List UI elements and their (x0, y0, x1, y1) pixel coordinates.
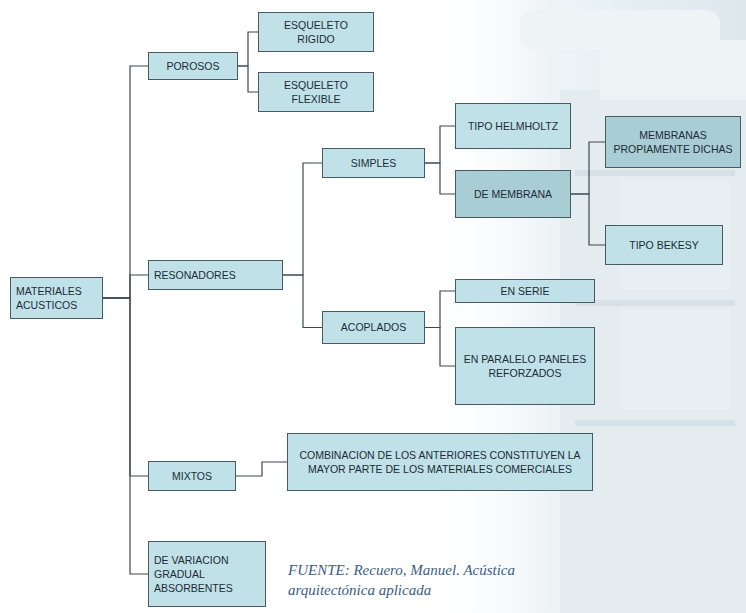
source-caption: FUENTE: Recuero, Manuel. Acústica arquit… (288, 561, 588, 600)
category-box: DE MEMBRANA (455, 170, 571, 218)
tree-connector (238, 32, 258, 66)
box-label: ESQUELETO RIGIDO (264, 18, 368, 46)
category-box: ESQUELETO FLEXIBLE (258, 72, 374, 112)
category-box: ESQUELETO RIGIDO (258, 12, 374, 52)
tree-connector (103, 298, 148, 574)
category-box: RESONADORES (148, 260, 283, 290)
tree-connector (425, 163, 455, 194)
tree-connector (283, 275, 322, 328)
category-box: MIXTOS (148, 461, 236, 491)
category-box: POROSOS (148, 52, 238, 80)
box-label: DE VARIACION GRADUAL ABSORBENTES (154, 553, 260, 596)
box-label: EN SERIE (500, 284, 549, 298)
box-label: POROSOS (166, 59, 219, 73)
tree-connector (425, 126, 455, 163)
tree-connector (103, 275, 148, 298)
tree-connector (425, 328, 455, 367)
box-label: SIMPLES (351, 156, 397, 170)
box-label: ACOPLADOS (341, 320, 406, 334)
tree-connector (425, 291, 455, 328)
category-box: COMBINACION DE LOS ANTERIORES CONSTITUYE… (287, 433, 593, 491)
box-label: DE MEMBRANA (474, 187, 552, 201)
tree-connector (103, 66, 148, 298)
tree-connector (571, 194, 605, 245)
category-box: EN PARALELO PANELES REFORZADOS (455, 327, 595, 405)
box-label: MIXTOS (172, 469, 212, 483)
category-box: MEMBRANAS PROPIAMENTE DICHAS (605, 116, 741, 168)
category-box: TIPO HELMHOLTZ (455, 103, 571, 149)
box-label: RESONADORES (154, 268, 236, 282)
box-label: COMBINACION DE LOS ANTERIORES CONSTITUYE… (293, 448, 587, 476)
box-label: MATERIALES ACUSTICOS (16, 284, 97, 312)
tree-connector (571, 142, 605, 194)
box-label: EN PARALELO PANELES REFORZADOS (461, 352, 589, 380)
category-box: SIMPLES (322, 148, 425, 178)
category-box: DE VARIACION GRADUAL ABSORBENTES (148, 541, 266, 607)
tree-connector (103, 298, 148, 476)
tree-connector (236, 462, 287, 476)
box-label: TIPO HELMHOLTZ (468, 119, 558, 133)
box-label: MEMBRANAS PROPIAMENTE DICHAS (611, 128, 735, 156)
box-label: TIPO BEKESY (629, 238, 698, 252)
category-box: EN SERIE (455, 279, 595, 303)
category-box: MATERIALES ACUSTICOS (10, 277, 103, 319)
category-box: ACOPLADOS (322, 311, 425, 344)
category-box: TIPO BEKESY (605, 225, 723, 265)
box-label: ESQUELETO FLEXIBLE (264, 78, 368, 106)
tree-connector (283, 163, 322, 275)
tree-connector (238, 66, 258, 92)
